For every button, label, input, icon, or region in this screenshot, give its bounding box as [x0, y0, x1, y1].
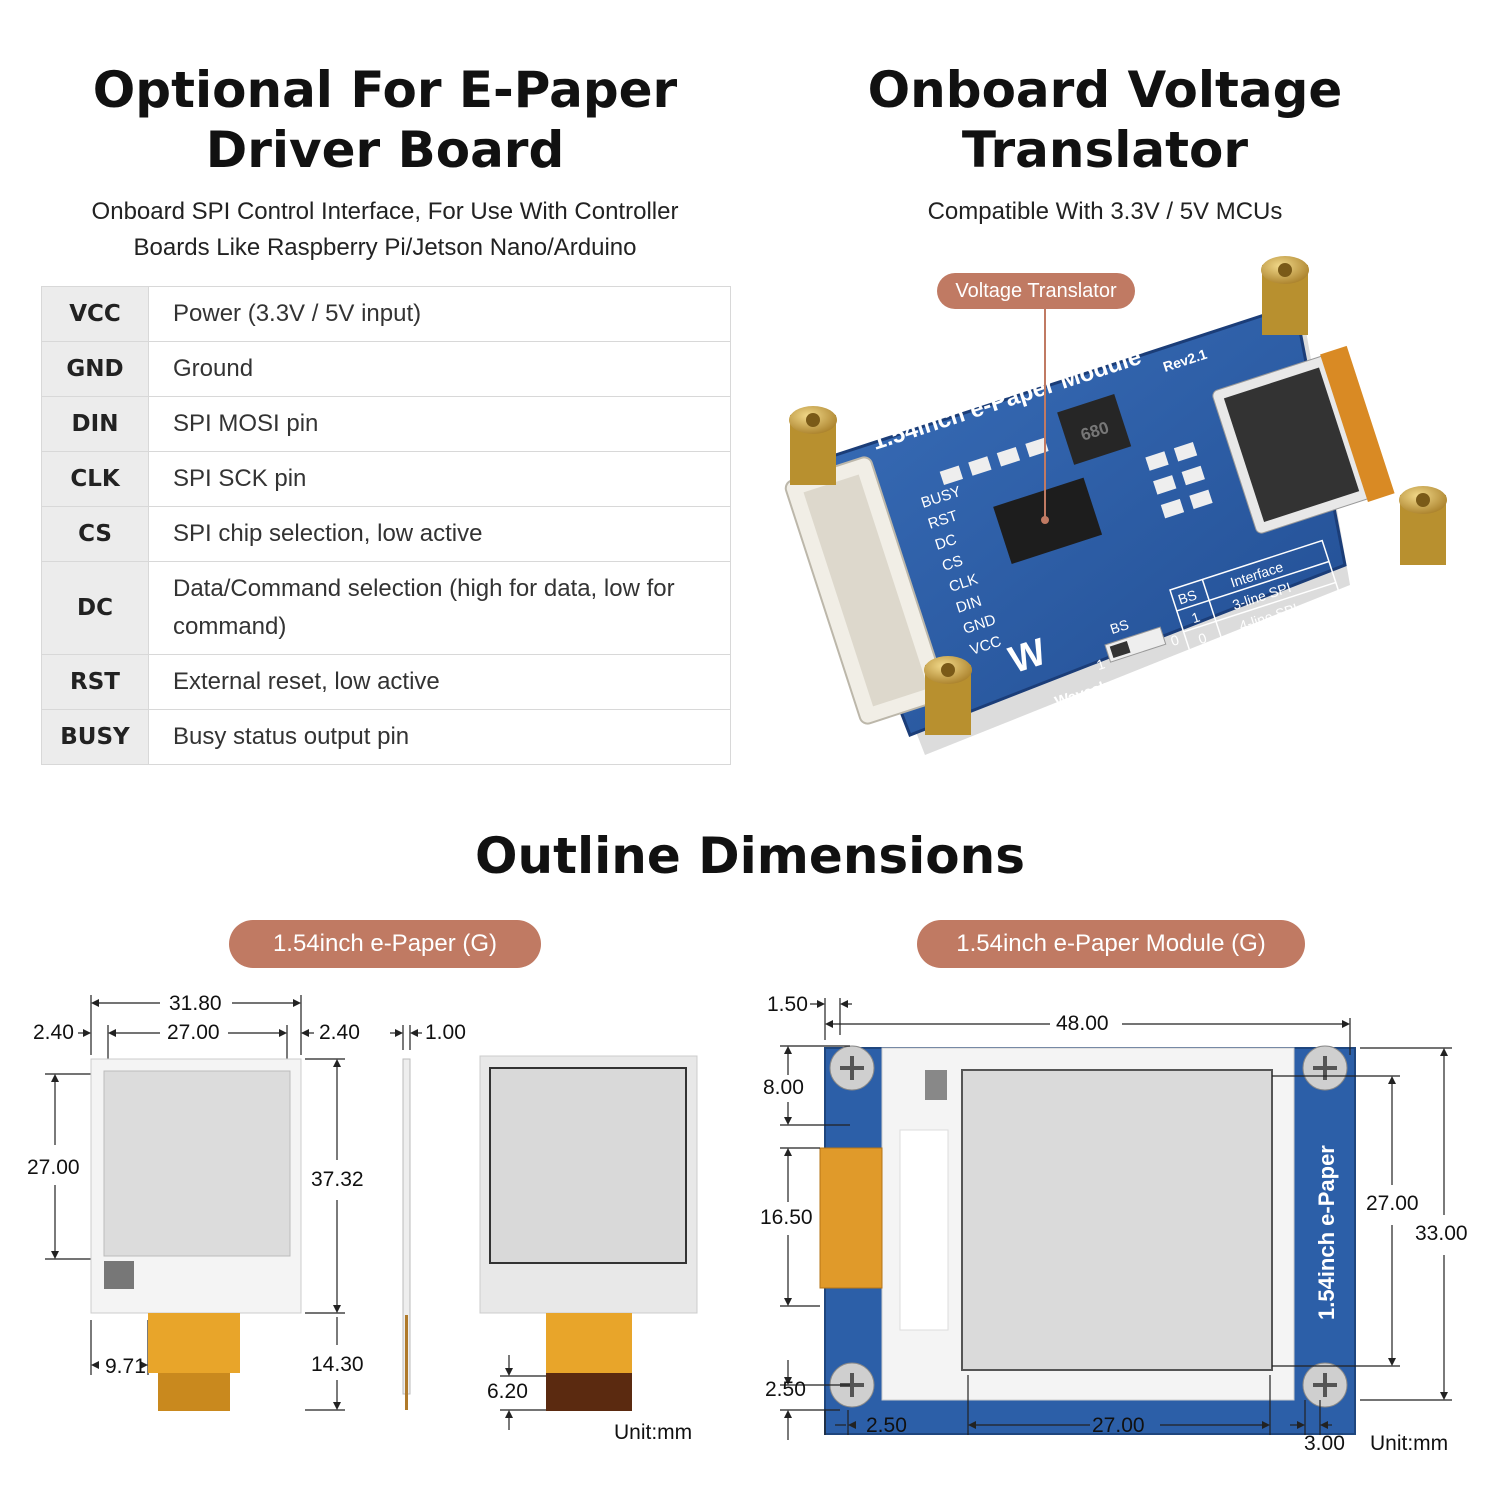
panel-arrowheads: [51, 999, 513, 1418]
pin-row: VCC Power (3.3V / 5V input): [41, 286, 731, 342]
left-subtitle: Onboard SPI Control Interface, For Use W…: [40, 194, 730, 266]
module-drawing: 1.54inch e-Paper: [780, 998, 1452, 1440]
pin-name: DIN: [41, 396, 149, 452]
right-subtitle: Compatible With 3.3V / 5V MCUs: [927, 198, 1283, 225]
panel-dim-thickness: 1.00: [425, 1021, 466, 1044]
pin-row: DC Data/Command selection (high for data…: [41, 561, 731, 655]
module-dim-hole-left: 2.50: [866, 1414, 907, 1437]
module-dim-m-right: 3.00: [1304, 1432, 1345, 1455]
panel-drawing: [45, 995, 698, 1430]
module-dim-h-total: 33.00: [1415, 1222, 1468, 1245]
pin-name: DC: [41, 561, 149, 655]
module-side-label: 1.54inch e-Paper: [1314, 1145, 1339, 1320]
left-title-line2: Driver Board: [205, 121, 565, 179]
pin-desc: SPI MOSI pin: [148, 396, 731, 452]
module-fpc: [819, 1147, 883, 1289]
pin-row: BUSY Busy status output pin: [41, 709, 731, 765]
screw-icon: [1302, 1045, 1348, 1091]
brass-standoff: [1261, 256, 1309, 335]
bs-switch: BS 1 0: [1094, 616, 1181, 673]
left-title-line1: Optional For E-Paper: [92, 61, 678, 119]
pin-desc: External reset, low active: [148, 654, 731, 710]
right-title: Onboard Voltage Translator: [760, 60, 1450, 180]
pin-desc: Ground: [148, 341, 731, 397]
module-left-strip: [899, 1129, 949, 1331]
fpc-connector: [1212, 345, 1395, 534]
panel-dim-fpc-len: 14.30: [311, 1353, 364, 1376]
brass-standoff: [924, 656, 972, 735]
pin-name: CS: [41, 506, 149, 562]
left-subtitle-line2: Boards Like Raspberry Pi/Jetson Nano/Ard…: [133, 234, 637, 261]
panel-dim-w-active: 27.00: [167, 1021, 220, 1044]
pin-name: VCC: [41, 286, 149, 342]
panel-dim-h-active: 27.00: [27, 1156, 80, 1179]
pin-desc: Data/Command selection (high for data, l…: [148, 561, 731, 655]
pin-name: RST: [41, 654, 149, 710]
pin-name: BUSY: [41, 709, 149, 765]
left-title: Optional For E-Paper Driver Board: [40, 60, 730, 180]
module-active-area: [961, 1069, 1273, 1371]
dimensions-title: Outline Dimensions: [474, 827, 1026, 885]
pin-desc: Power (3.3V / 5V input): [148, 286, 731, 342]
panel-corner-mark: [104, 1261, 134, 1289]
brass-standoff: [789, 406, 837, 485]
module-arrowheads: [784, 1000, 1448, 1429]
screw-icon: [829, 1045, 875, 1091]
panel-dim-h-total: 37.32: [311, 1168, 364, 1191]
module-dim-hole-bottom: 2.50: [765, 1378, 806, 1401]
panel-fpc: [148, 1313, 240, 1373]
pin-label: DC: [933, 531, 959, 554]
panel-dim-fpc-offset: 9.71: [105, 1355, 146, 1378]
brass-standoff: [1399, 486, 1447, 565]
module-dim-hole-y: 8.00: [763, 1076, 804, 1099]
pin-row: GND Ground: [41, 341, 731, 397]
panel-dim-m-right: 2.40: [319, 1021, 360, 1044]
left-subtitle-line1: Onboard SPI Control Interface, For Use W…: [91, 198, 679, 225]
pin-desc: Busy status output pin: [148, 709, 731, 765]
pin-name: GND: [41, 341, 149, 397]
module-dim-w-holes: 48.00: [1056, 1012, 1109, 1035]
screw-icon: [1302, 1362, 1348, 1408]
module-unit: Unit:mm: [1370, 1432, 1449, 1455]
panel-back-fpc: [546, 1313, 632, 1373]
panel-dim-m-left: 2.40: [33, 1021, 74, 1044]
module-label-pill: 1.54inch e-Paper Module (G): [917, 920, 1305, 968]
pin-desc: SPI chip selection, low active: [148, 506, 731, 562]
inductor-chip: [1057, 393, 1132, 465]
panel-label-pill: 1.54inch e-Paper (G): [229, 920, 541, 968]
pin-name: CLK: [41, 451, 149, 507]
pin-row: CS SPI chip selection, low active: [41, 506, 731, 562]
panel-back-fpc-tail: [546, 1373, 632, 1411]
panel-active-area: [103, 1070, 291, 1257]
module-dim-m-top: 1.50: [767, 993, 808, 1016]
pin-label: CS: [940, 552, 965, 575]
pin-desc: SPI SCK pin: [148, 451, 731, 507]
board-illustration: 680 1.54inch e-Paper Module Rev2.1 BUSY …: [784, 256, 1447, 755]
right-title-line2: Translator: [961, 121, 1249, 179]
bs-switch-label: BS: [1108, 616, 1131, 637]
panel-dim-w-total: 31.80: [169, 992, 222, 1015]
panel-unit: Unit:mm: [614, 1421, 693, 1444]
module-dimension-lines: [780, 998, 1452, 1440]
pin-row: DIN SPI MOSI pin: [41, 396, 731, 452]
pin-header: [784, 456, 948, 725]
panel-side-fpc: [405, 1315, 408, 1410]
right-title-line1: Onboard Voltage: [867, 61, 1343, 119]
panel-dim-fpc-tail: 6.20: [487, 1380, 528, 1403]
module-dim-w-active: 27.00: [1092, 1414, 1145, 1437]
pin-row: CLK SPI SCK pin: [41, 451, 731, 507]
callout-dot: [1041, 516, 1049, 524]
voltage-translator-callout: Voltage Translator: [937, 273, 1135, 309]
panel-fpc-tail: [158, 1373, 230, 1411]
module-corner-mark: [925, 1070, 947, 1100]
module-dim-fpc-h: 16.50: [760, 1206, 813, 1229]
module-dim-h-active: 27.00: [1366, 1192, 1419, 1215]
pin-table: VCC Power (3.3V / 5V input) GND Ground D…: [41, 286, 731, 765]
pin-row: RST External reset, low active: [41, 654, 731, 710]
panel-back-display: [489, 1067, 687, 1264]
bs-table-h1: BS: [1176, 586, 1199, 607]
